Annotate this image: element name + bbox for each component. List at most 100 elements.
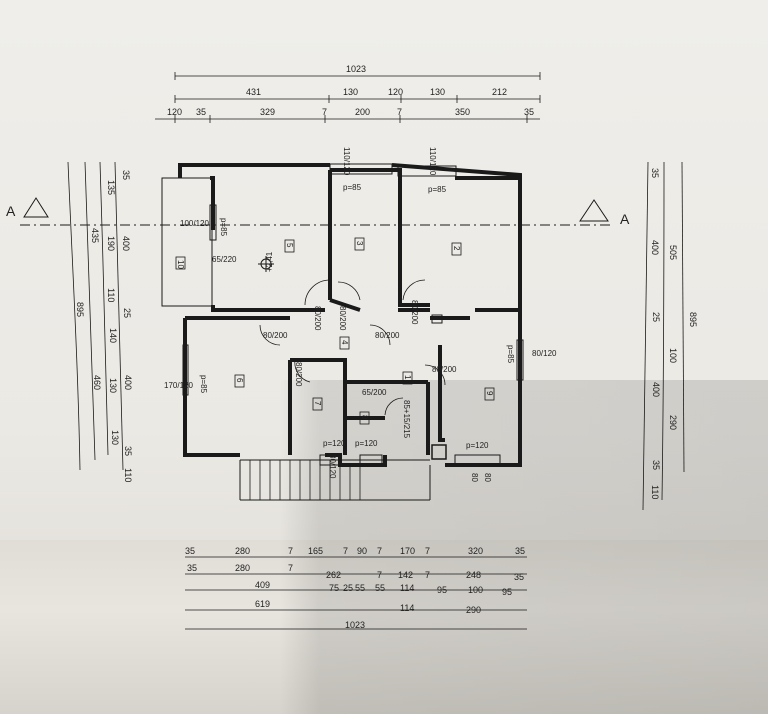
dim-text: 110	[123, 468, 133, 482]
dim-text: 35	[651, 460, 661, 470]
dim-text: 895	[688, 312, 698, 327]
opening-label: 80/200	[313, 306, 322, 331]
opening-label: 85+15/215	[402, 400, 411, 439]
opening-label: p=85	[506, 345, 515, 364]
dim-text: 400	[651, 382, 661, 397]
opening-label: 100/120	[180, 219, 209, 228]
opening-label: 80/120	[328, 454, 337, 479]
opening-label: 80/200	[375, 331, 400, 340]
opening-label: 65/220	[212, 255, 237, 264]
outer-walls	[178, 163, 522, 467]
opening-label: 80/200	[263, 331, 288, 340]
room-number: 4	[340, 340, 349, 345]
room-numbers: 10 5 3 2 4 1 6 7 8 9	[176, 241, 494, 420]
dim-text: 290	[466, 605, 481, 615]
dim-text: 7	[377, 570, 382, 580]
dim-text: 7	[288, 563, 293, 573]
dim-text: 7	[377, 546, 382, 556]
dim-text: 100	[468, 585, 483, 595]
dim-text: 35	[524, 107, 534, 117]
opening-label: 80/120	[532, 349, 557, 358]
opening-label: p=85	[343, 183, 362, 192]
left-dimension-text: 35 135 435 190 400 110 895 25 140 460 13…	[75, 170, 133, 482]
dim-text: 25	[651, 312, 661, 322]
dim-text: 170	[400, 546, 415, 556]
dim-text: 280	[235, 563, 250, 573]
dim-text: 248	[466, 570, 481, 580]
section-mark-left: A	[6, 203, 16, 219]
opening-label: 65/200	[362, 388, 387, 397]
dim-text: 431	[246, 87, 261, 97]
dim-text: 320	[468, 546, 483, 556]
dim-text: 505	[668, 245, 678, 260]
dim-text: 165	[308, 546, 323, 556]
room-number: 8	[360, 415, 369, 420]
level-marker	[258, 256, 274, 272]
right-dimension-text: 35 400 505 25 895 100 400 290 35 110	[650, 168, 698, 499]
left-dimension-lines	[67, 161, 124, 471]
dim-text: 110	[650, 485, 660, 499]
bottom-dimension-lines	[185, 556, 527, 630]
opening-label: 80	[470, 473, 479, 482]
dim-text: 140	[108, 328, 118, 343]
dim-text: 35	[650, 168, 660, 178]
dim-text: 7	[322, 107, 327, 117]
dim-text: 75	[329, 583, 339, 593]
dim-text: 7	[288, 546, 293, 556]
opening-label: +2,41	[265, 251, 274, 272]
opening-label: 80	[483, 473, 492, 482]
opening-label: 110/120	[342, 147, 351, 176]
opening-label: p=120	[466, 441, 489, 450]
stairs	[249, 460, 361, 500]
dim-text: 262	[326, 570, 341, 580]
opening-label: 80/200	[410, 300, 419, 325]
dim-text: 350	[455, 107, 470, 117]
dim-text: 435	[90, 228, 100, 243]
right-dimension-lines	[642, 161, 685, 511]
dim-text: 400	[123, 375, 133, 390]
windows	[182, 163, 524, 466]
dim-text: 130	[430, 87, 445, 97]
dim-text: 95	[437, 585, 447, 595]
dim-text: 35	[196, 107, 206, 117]
dim-text: 7	[425, 570, 430, 580]
dim-text: 100	[668, 348, 678, 363]
dim-text: 400	[121, 236, 131, 251]
interior-lines	[161, 177, 431, 501]
opening-label: p=120	[323, 439, 346, 448]
dim-text: 409	[255, 580, 270, 590]
dim-text: 400	[650, 240, 660, 255]
dim-text: 619	[255, 599, 270, 609]
room-number: 1	[403, 375, 412, 380]
opening-label: 80/200	[432, 365, 457, 374]
dim-text: 895	[75, 302, 85, 317]
dim-text: 55	[375, 583, 385, 593]
dim-text: 7	[425, 546, 430, 556]
room-number: 9	[485, 391, 494, 396]
dim-text: 114	[400, 603, 414, 613]
dim-text: 135	[106, 180, 116, 195]
dim-text: 130	[108, 378, 118, 393]
dim-text: 35	[514, 572, 524, 582]
dim-text: 25	[122, 308, 132, 318]
dim-text: 7	[397, 107, 402, 117]
dim-text: 90	[357, 546, 367, 556]
dim-text: 212	[492, 87, 507, 97]
dim-text: 35	[121, 170, 131, 180]
dim-text: 35	[187, 563, 197, 573]
dim-text: 35	[515, 546, 525, 556]
opening-label: p=85	[428, 185, 447, 194]
section-triangle-left	[23, 197, 49, 218]
dim-text: 55	[355, 583, 365, 593]
section-triangle-right	[579, 199, 609, 222]
paper-fold	[0, 540, 768, 714]
dim-text: 460	[92, 375, 102, 390]
dim-text: 120	[167, 107, 182, 117]
dim-text: 35	[185, 546, 195, 556]
dim-text: 329	[260, 107, 275, 117]
bottom-dimension-text: 35 280 7 165 7 90 7 170 7 320 35 35 280 …	[185, 546, 525, 630]
opening-label: 80/200	[338, 306, 347, 331]
dim-text: 114	[400, 583, 414, 593]
chimney	[431, 444, 447, 460]
opening-labels: 110/120 110/120 p=85 p=85 100/120 p=85 6…	[164, 147, 557, 482]
